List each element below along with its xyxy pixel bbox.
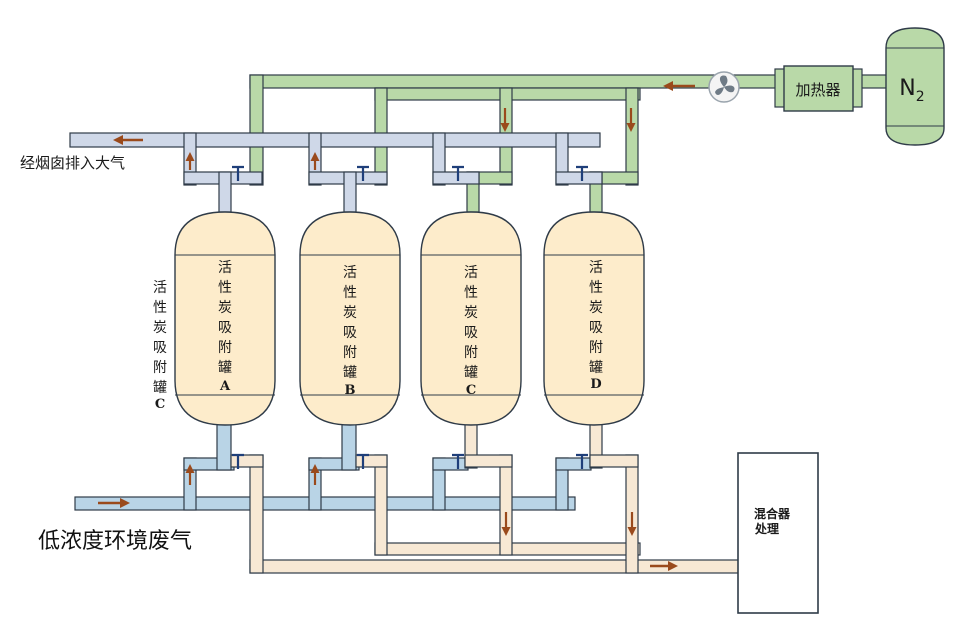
side-label-letter: C (155, 397, 165, 412)
tank-a-char-1: 活 (218, 260, 232, 276)
outlet-drop-a (249, 454, 264, 574)
flow-arrows (98, 81, 695, 571)
tank-b-char-5: 附 (343, 345, 357, 361)
mixer-label-line-2: 处理 (754, 521, 779, 536)
side-label-char-3: 炭 (153, 320, 167, 336)
heater-unit: 加热器 (774, 65, 863, 112)
valve-top-c (452, 165, 464, 181)
tank-c-char-4: 吸 (464, 325, 478, 341)
tank-a-char-4: 吸 (218, 320, 232, 336)
outlet-link-d (589, 454, 639, 468)
side-label-char-5: 附 (153, 360, 167, 376)
tank-c-char-3: 炭 (464, 305, 478, 321)
outlet-drop-c (499, 454, 513, 556)
valve-top-a (232, 165, 244, 181)
tank-a-char-6: 罐 (218, 360, 232, 376)
tank-c-char-6: 罐 (464, 365, 478, 381)
exhaust-neck-b (343, 171, 357, 213)
tank-d-char-3: 炭 (589, 300, 603, 316)
tank-a-char-2: 性 (218, 280, 232, 296)
valve-bottom-c (452, 453, 464, 469)
tank-b-char-3: 炭 (343, 305, 357, 321)
tank-d-letter: D (590, 377, 601, 392)
tank-b (299, 211, 401, 426)
tank-c-letter: C (466, 383, 476, 398)
tank-c (420, 211, 522, 426)
inlet-pipes (74, 419, 592, 511)
exhaust-top-c (432, 171, 480, 185)
tank-d-char-6: 罐 (589, 360, 603, 376)
valve-top-d (576, 165, 588, 181)
valve-bottom-d (576, 453, 588, 469)
outlet-drop-b (374, 454, 388, 556)
outlet-link-a (230, 454, 264, 468)
tank-a-char-3: 炭 (218, 300, 232, 316)
tank-b-char-4: 吸 (343, 325, 357, 341)
tank-b-char-6: 罐 (343, 365, 357, 381)
tank-c-char-1: 活 (464, 265, 478, 281)
n2-tank: N2 (885, 27, 945, 146)
exhaust-label: 经烟囱排入大气 (20, 154, 125, 172)
exhaust-neck-a (218, 171, 232, 213)
valve-bottom-a (232, 453, 244, 469)
exhaust-header (69, 132, 601, 148)
tank-b-char-2: 性 (343, 285, 357, 301)
tank-c-char-2: 性 (464, 285, 478, 301)
inlet-neck-a (216, 419, 232, 471)
tank-c-char-5: 附 (464, 345, 478, 361)
exhaust-top-d (555, 171, 603, 185)
inlet-neck-b (341, 419, 357, 471)
side-label-char-4: 吸 (153, 340, 167, 356)
valve-top-b (357, 165, 369, 181)
n2-drop-d (625, 87, 639, 186)
outlet-link-b (355, 454, 388, 468)
n2-drop-a (249, 74, 264, 186)
inlet-top-c (432, 457, 469, 471)
tank-d-char-2: 性 (589, 280, 603, 296)
side-label-char-2: 性 (153, 300, 167, 316)
tank-d-char-5: 附 (589, 340, 603, 356)
fan-icon (708, 71, 740, 103)
exhaust-pipes (69, 132, 603, 213)
n2-label: N2 (899, 76, 924, 105)
inlet-main-pipe (74, 496, 576, 511)
mixer-label-line-1: 混合器 (754, 506, 791, 521)
mixer-box: 混合器 处理 (737, 452, 819, 614)
tank-d-char-4: 吸 (589, 320, 603, 336)
valves (232, 165, 588, 469)
inlet-label: 低浓度环境废气 (38, 529, 192, 554)
tank-a-letter: A (219, 379, 231, 394)
outlet-link-c (464, 454, 513, 468)
tank-a (174, 211, 276, 426)
tank-d (543, 211, 645, 426)
side-label-char-1: 活 (153, 280, 167, 296)
inlet-top-d (555, 457, 592, 471)
tank-a-char-5: 附 (218, 340, 232, 356)
tank-b-letter: B (345, 383, 356, 398)
tank-b-char-1: 活 (343, 265, 357, 281)
tank-d-char-1: 活 (589, 260, 603, 276)
side-label-char-6: 罐 (153, 380, 167, 396)
valve-bottom-b (357, 453, 369, 469)
heater-label: 加热器 (795, 81, 840, 99)
